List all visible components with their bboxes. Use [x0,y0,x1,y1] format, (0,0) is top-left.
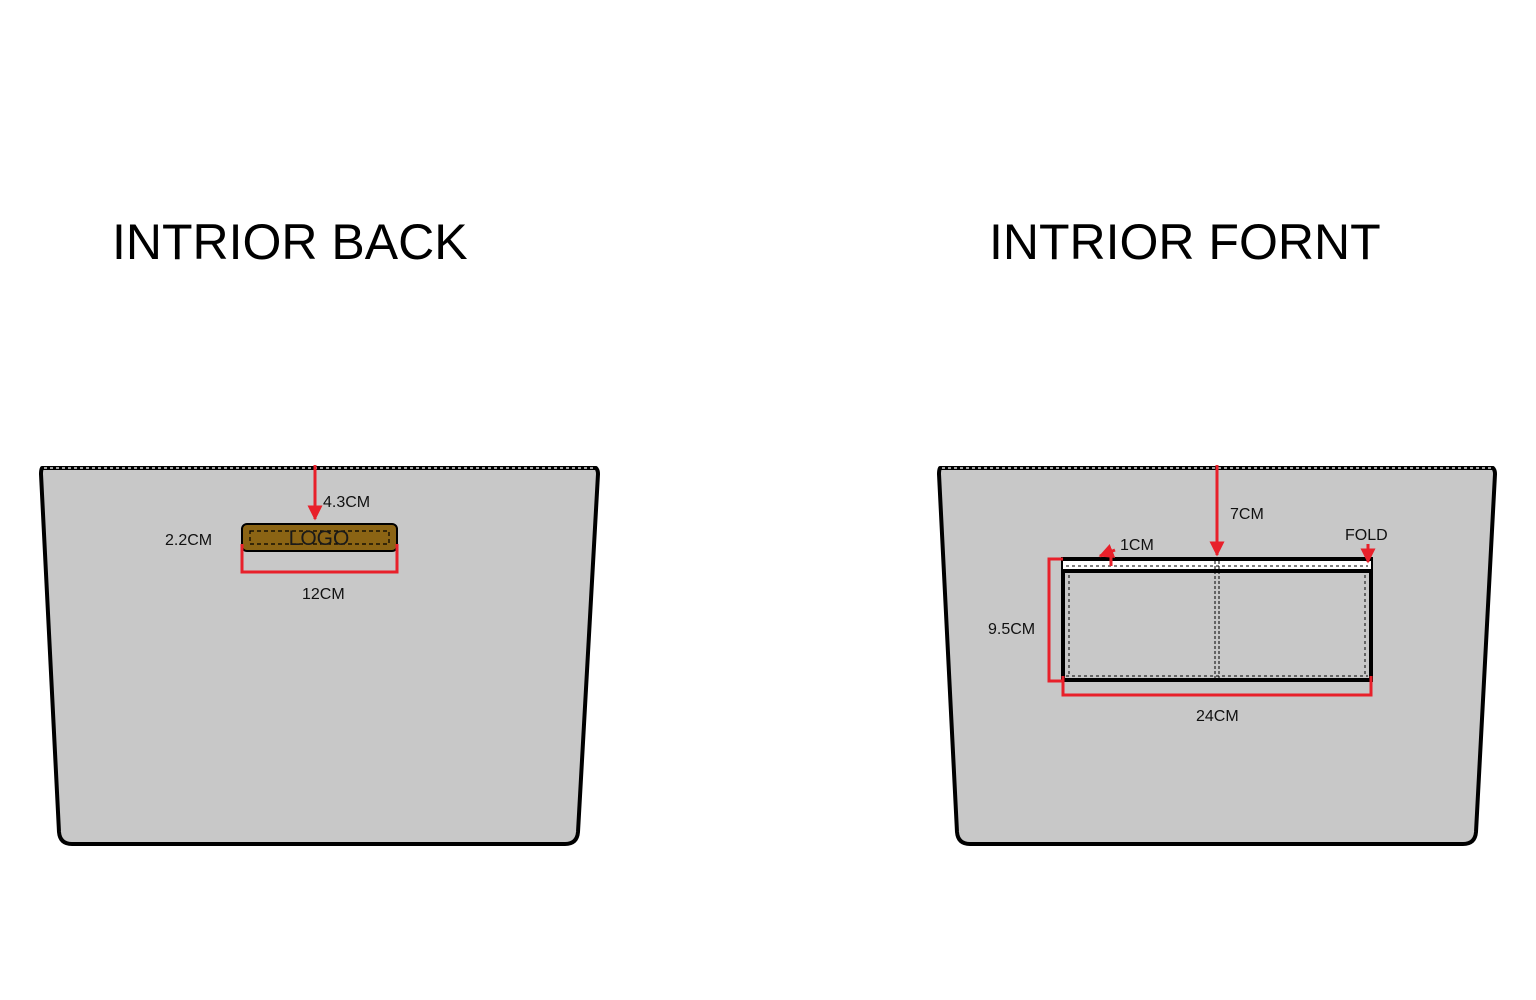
fold-label: FOLD [1345,527,1388,544]
front-width-dimension [1061,676,1373,697]
back-width-label: 12CM [302,586,345,603]
logo-patch: LOGO [241,523,398,552]
back-panel [39,466,600,846]
pocket [1061,557,1373,682]
front-height-dimension [1047,557,1063,683]
front-title: INTRIOR FORNT [989,214,1381,270]
front-height-label: 9.5CM [988,621,1035,638]
pocket-outline [1061,557,1373,682]
fold-margin-arrow [1098,544,1116,558]
back-panel-shape [39,466,600,846]
back-height-label: 2.2CM [165,532,212,549]
front-width-label: 24CM [1196,708,1239,725]
logo-patch-stitch [249,530,390,545]
back-title: INTRIOR BACK [112,214,468,270]
logo-text: LOGO [289,527,350,550]
back-top-offset-label: 4.3CM [323,494,370,511]
fold-margin-label: 1CM [1120,537,1154,554]
front-top-offset-label: 7CM [1230,506,1264,523]
back-width-dimension [240,544,399,574]
